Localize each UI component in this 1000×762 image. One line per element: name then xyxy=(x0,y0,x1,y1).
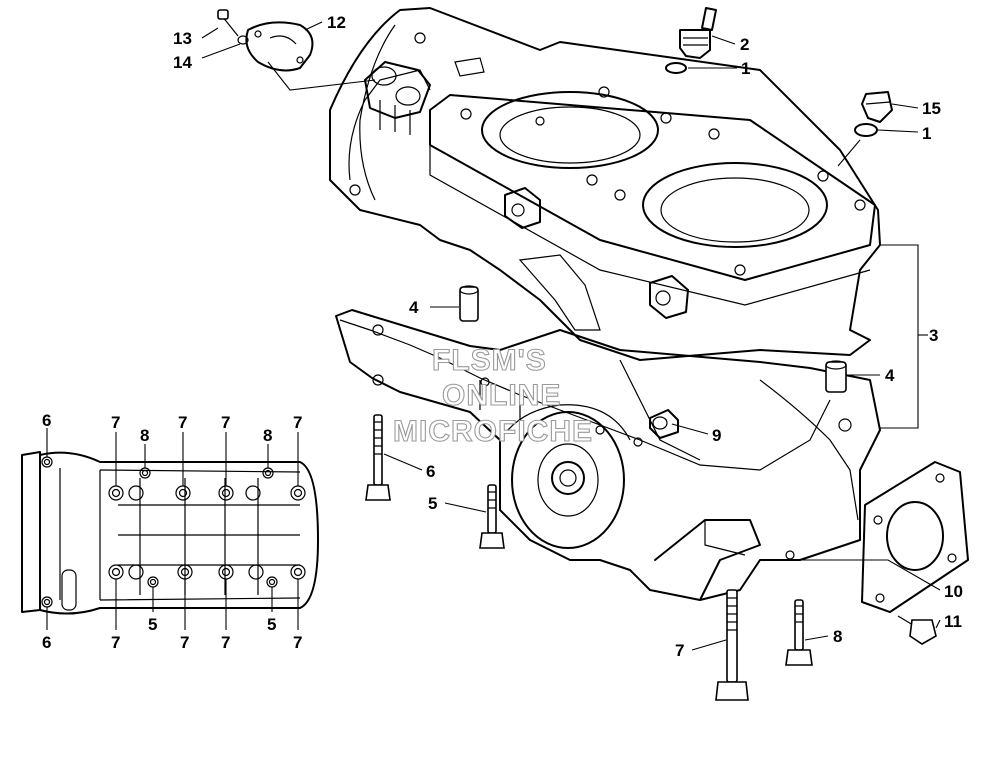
callout-9: 9 xyxy=(712,426,721,445)
inset-callout-8-top-1: 8 xyxy=(140,426,149,445)
inset-leader-lines xyxy=(46,428,299,630)
callout-12: 12 xyxy=(327,13,346,32)
bolt-7 xyxy=(715,589,749,701)
fitting-2 xyxy=(679,7,717,59)
inset-bolt-holes xyxy=(41,456,306,608)
inset-callout-6-bottom: 6 xyxy=(42,633,51,652)
dowel-4-left xyxy=(459,285,479,322)
watermark: FLSM'S ONLINE MICROFICHE xyxy=(392,343,593,448)
upper-crankcase xyxy=(329,7,881,361)
dowel-4-right xyxy=(825,360,847,393)
inset-callout-6-top: 6 xyxy=(42,411,51,430)
inset-callout-7-top-1: 7 xyxy=(111,413,120,432)
washer-1-right xyxy=(854,123,878,137)
crankcase-bottom-view-inset xyxy=(21,428,319,630)
callout-15: 15 xyxy=(922,99,941,118)
callout-4-right: 4 xyxy=(885,366,895,385)
inset-callout-7-bottom-1: 7 xyxy=(111,633,120,652)
watermark-line-2: ONLINE xyxy=(442,379,561,412)
callout-11: 11 xyxy=(944,612,962,631)
callout-3: 3 xyxy=(929,326,938,345)
inset-callout-7-top-2: 7 xyxy=(178,413,187,432)
leader-lines xyxy=(201,21,941,651)
watermark-line-3: MICROFICHE xyxy=(393,415,593,448)
callout-4-left: 4 xyxy=(409,298,419,317)
cylinder-stud-holes xyxy=(460,86,866,276)
callout-1-top: 1 xyxy=(741,59,750,78)
inset-callout-7-bottom-4: 7 xyxy=(293,633,302,652)
callout-labels: 13 14 12 2 1 15 1 3 4 4 9 6 5 10 11 8 7 … xyxy=(42,13,963,660)
callout-10: 10 xyxy=(944,582,963,601)
inset-callout-7-top-3: 7 xyxy=(221,413,230,432)
callout-14: 14 xyxy=(173,53,192,72)
callout-13: 13 xyxy=(173,29,192,48)
bolt-5 xyxy=(479,484,505,549)
inset-callout-5-bottom-2: 5 xyxy=(267,615,276,634)
bolt-8 xyxy=(785,599,813,666)
outlet-cover-12 xyxy=(245,21,314,72)
callout-5: 5 xyxy=(428,494,437,513)
inset-callout-7-bottom-3: 7 xyxy=(221,633,230,652)
inset-callout-7-top-4: 7 xyxy=(293,413,302,432)
bolt-6 xyxy=(365,414,391,501)
lower-crankcase xyxy=(335,309,881,601)
washer-14 xyxy=(237,35,249,45)
callout-1-right: 1 xyxy=(922,124,931,143)
gasket-10 xyxy=(861,461,969,613)
watermark-line-1: FLSM'S xyxy=(432,344,547,377)
inset-callout-8-top-2: 8 xyxy=(263,426,272,445)
inset-callout-5-bottom-1: 5 xyxy=(148,615,157,634)
callout-6: 6 xyxy=(426,462,435,481)
washer-1-top xyxy=(665,62,687,74)
bolt-13 xyxy=(217,9,239,37)
callout-2: 2 xyxy=(740,35,749,54)
callout-8: 8 xyxy=(833,627,842,646)
plug-15 xyxy=(861,91,893,123)
inset-callout-7-bottom-2: 7 xyxy=(180,633,189,652)
callout-7: 7 xyxy=(675,641,684,660)
bolt-11 xyxy=(897,615,937,645)
